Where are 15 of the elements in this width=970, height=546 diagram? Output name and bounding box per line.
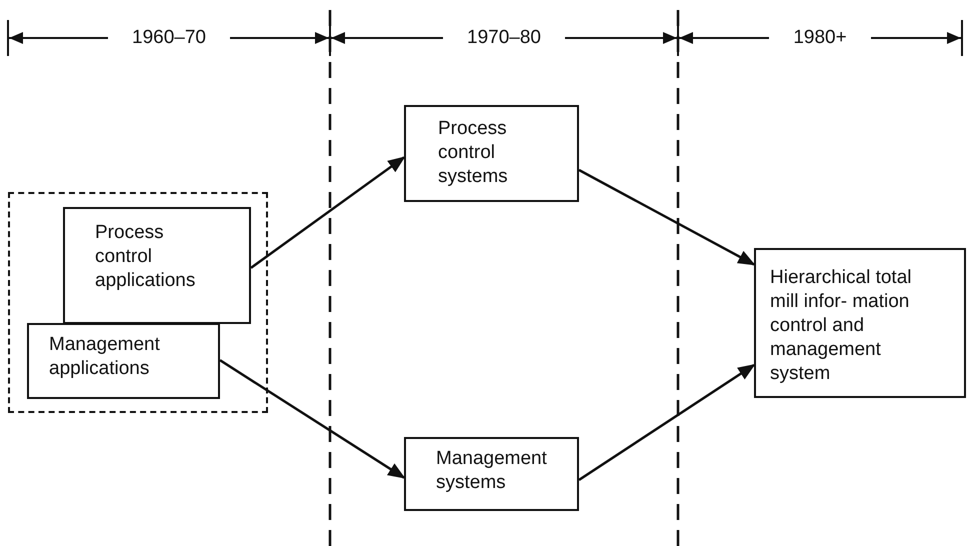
dashed-group-outline [8, 192, 268, 413]
process-box [63, 207, 251, 324]
box-label: Management applications [49, 333, 161, 381]
box-label: Process control applications [95, 221, 196, 293]
arrow [250, 156, 406, 269]
box-label: Hierarchical total mill infor- mation control and management system [770, 266, 912, 386]
process-box [27, 323, 220, 399]
process-box [404, 437, 579, 511]
box-label: Process control systems [438, 117, 509, 189]
process-box [754, 248, 966, 398]
arrow [219, 359, 406, 479]
arrow [578, 168, 756, 266]
process-box [404, 105, 579, 202]
arrow [578, 364, 756, 481]
box-label: Management systems [436, 447, 548, 495]
